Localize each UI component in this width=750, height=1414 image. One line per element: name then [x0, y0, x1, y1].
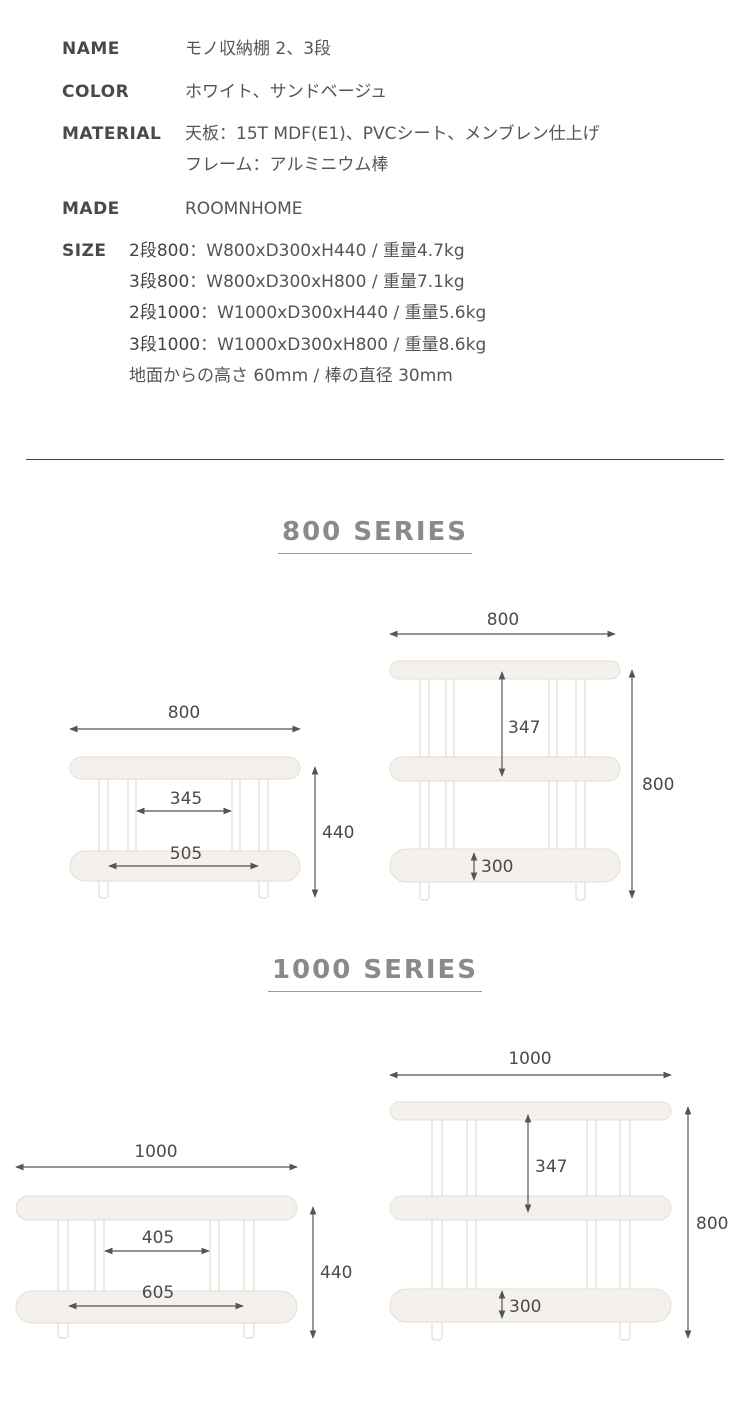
dim-label-width: 1000 — [134, 1142, 177, 1162]
shelf-1000-2tier — [15, 1195, 298, 1339]
dim-label-width: 1000 — [508, 1049, 551, 1069]
size-key: 2段800 — [129, 241, 190, 261]
size-line-4: 3段1000：W1000xD300xH800 / 重量8.6kg — [129, 334, 486, 356]
dim-label-width: 800 — [487, 610, 519, 630]
shelf-leg — [127, 774, 137, 858]
shelf-leg — [231, 774, 241, 858]
spec-material-label: MATERIAL — [62, 124, 162, 144]
shelf-board-middle — [389, 756, 621, 782]
spec-made-value: ROOMNHOME — [185, 199, 303, 219]
size-value: ：W800xD300xH800 / 重量7.1kg — [189, 272, 465, 292]
size-line-1: 2段800：W800xD300xH440 / 重量4.7kg — [129, 240, 465, 262]
shelf-leg — [209, 1213, 220, 1297]
shelf-board-top — [69, 756, 301, 780]
size-value: ：W1000xD300xH440 / 重量5.6kg — [200, 303, 487, 323]
size-key: 3段800 — [129, 272, 190, 292]
spec-material-value-1: 天板：15T MDF(E1)、PVCシート、メンブレン仕上げ — [185, 124, 600, 144]
series-1000-title: 1000 SERIES — [0, 955, 750, 992]
shelf-board-middle — [389, 1195, 672, 1221]
series-800-title: 800 SERIES — [0, 517, 750, 554]
dim-label-height: 800 — [696, 1214, 728, 1234]
shelf-800-3tier — [389, 660, 621, 901]
series-800-title-text: 800 SERIES — [278, 517, 472, 554]
size-key: 3段1000 — [129, 335, 201, 355]
dim-label-shelf: 505 — [170, 844, 202, 864]
dim-label-base: 300 — [509, 1297, 541, 1317]
spec-size-label: SIZE — [62, 241, 107, 261]
size-line-3: 2段1000：W1000xD300xH440 / 重量5.6kg — [129, 302, 486, 324]
series-1000-title-text: 1000 SERIES — [267, 955, 483, 992]
size-value: ：W1000xD300xH800 / 重量8.6kg — [200, 335, 487, 355]
size-note: 地面からの高さ 60mm / 棒の直径 30mm — [129, 366, 453, 386]
dim-label-inner: 405 — [142, 1228, 174, 1248]
size-value: ：W800xD300xH440 / 重量4.7kg — [189, 241, 465, 261]
shelf-board-top — [389, 660, 621, 680]
dim-label-height: 440 — [322, 823, 354, 843]
dim-label-base: 300 — [481, 857, 513, 877]
section-divider — [26, 459, 724, 460]
dim-label-width: 800 — [168, 703, 200, 723]
dim-label-gap: 347 — [508, 718, 540, 738]
shelf-board-bottom — [389, 1288, 672, 1323]
size-line-2: 3段800：W800xD300xH800 / 重量7.1kg — [129, 271, 465, 293]
dim-label-shelf: 605 — [142, 1283, 174, 1303]
dim-label-height: 800 — [642, 775, 674, 795]
shelf-1000-3tier — [389, 1101, 672, 1341]
size-key: 2段1000 — [129, 303, 201, 323]
spec-color-value: ホワイト、サンドベージュ — [185, 82, 388, 102]
spec-name-label: NAME — [62, 39, 120, 59]
dim-label-height: 440 — [320, 1263, 352, 1283]
dim-label-inner: 345 — [170, 789, 202, 809]
spec-made-label: MADE — [62, 199, 120, 219]
spec-name-value: モノ収納棚 2、3段 — [185, 39, 332, 59]
spec-color-label: COLOR — [62, 82, 130, 102]
shelf-leg — [94, 1213, 105, 1297]
shelf-800-2tier — [69, 756, 301, 899]
dim-label-gap: 347 — [535, 1157, 567, 1177]
shelf-board-bottom — [389, 848, 621, 883]
spec-material-value-2: フレーム：アルミニウム棒 — [185, 155, 389, 175]
shelf-board-top — [15, 1195, 298, 1221]
shelf-board-top — [389, 1101, 672, 1121]
